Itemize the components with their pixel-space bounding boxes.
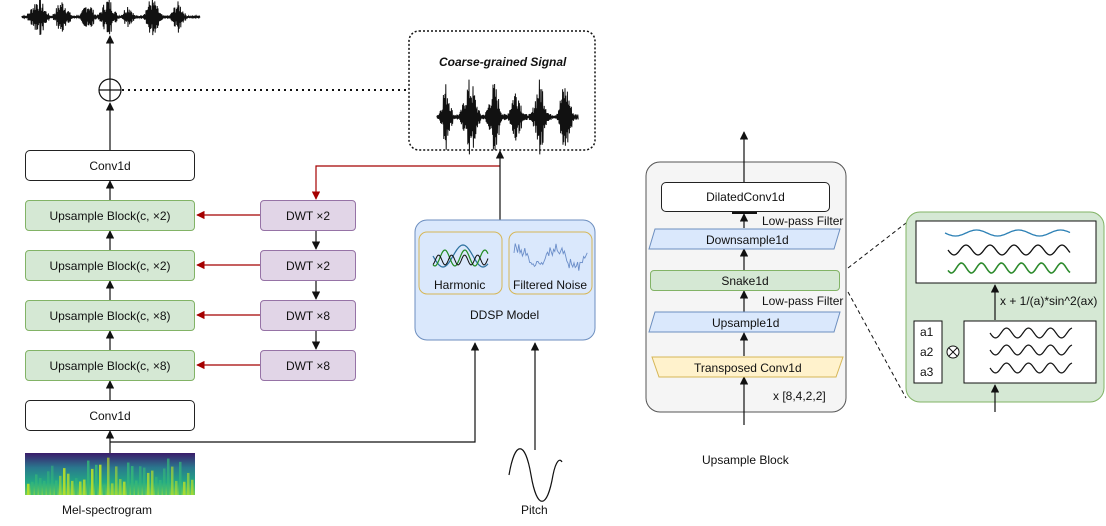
ddsp-title: DDSP Model [470,308,540,322]
output-waveform-icon [21,0,201,36]
coarse-waveform-icon [436,79,579,155]
param-a2: a2 [920,345,934,359]
downsample-shape [648,228,841,250]
factors-label: x [8,4,2,2] [773,389,826,403]
param-a3: a3 [920,365,934,379]
pitch-label: Pitch [521,503,548,517]
filtered-noise-box [508,231,593,295]
snake-output-waves-icon [944,229,1071,274]
conv1d-bottom: Conv1d [25,400,195,431]
filtered-noise-label: Filtered Noise [513,278,588,292]
upsample-block-4: Upsample Block(c, ×8) [25,350,195,381]
dwt-block-3: DWT ×8 [260,300,356,331]
dwt-block-4: DWT ×8 [260,350,356,381]
transposed-shape [651,356,844,378]
conv1d-top: Conv1d [25,150,195,181]
upsample-block-caption: Upsample Block [702,453,789,467]
upsample-block-3: Upsample Block(c, ×8) [25,300,195,331]
transposed-label: Transposed Conv1d [694,361,802,375]
harmonic-waves-icon [432,244,489,268]
snake-input-box [963,320,1097,384]
filtered-noise-icon [513,243,588,271]
upsample-block-2: Upsample Block(c, ×2) [25,250,195,281]
lowpass-bottom-label: Low-pass Filter [762,294,844,308]
dilated-conv-box: DilatedConv1d [661,182,830,212]
snake-formula: x + 1/(a)*sin^2(ax) [1000,294,1098,308]
dwt-block-1: DWT ×2 [260,200,356,231]
coarse-to-dwt-arrow [311,165,500,200]
upsample-shape [648,311,841,333]
snake-input-waves-icon [989,327,1073,374]
mel-label: Mel-spectrogram [62,503,153,517]
coarse-title: Coarse-grained Signal [439,55,567,69]
alpha-params-box [913,320,943,384]
downsample-label: Downsample1d [706,233,789,247]
snake1d-box: Snake1d [650,270,840,291]
dwt-block-2: DWT ×2 [260,250,356,281]
lowpass-top-label: Low-pass Filter [762,214,844,228]
harmonic-label: Harmonic [434,278,486,292]
param-a1: a1 [920,325,934,339]
upsample-block-1: Upsample Block(c, ×2) [25,200,195,231]
mel-to-ddsp-arrow [110,342,480,443]
mel-spectrogram-image [25,453,195,495]
add-node-icon [98,78,122,102]
multiply-circle-icon [946,345,960,359]
pitch-sine-icon [508,448,563,502]
upsample-label: Upsample1d [712,316,780,330]
